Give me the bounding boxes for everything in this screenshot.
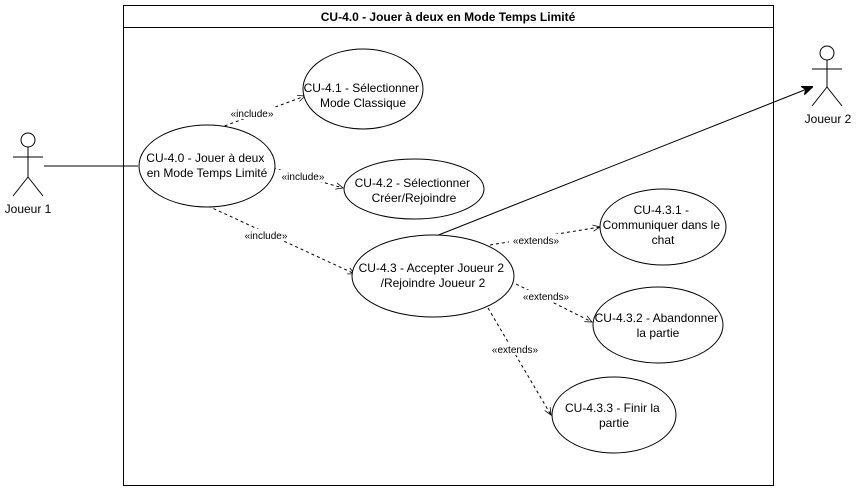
- use-case-label: Mode Classique: [320, 96, 406, 110]
- actor-label: Joueur 1: [5, 202, 52, 216]
- svg-text:CU-4.3 - Accepter Joueur 2: CU-4.3 - Accepter Joueur 2 /Rejoindre Jo…: [359, 261, 508, 290]
- relation-label: «extends»: [523, 292, 570, 303]
- use-case-label: CU-4.3.1 -: [634, 203, 689, 217]
- svg-text:CU-4.2 - Sélectionner Cr: CU-4.2 - Sélectionner Créer/Rejoindre: [355, 176, 474, 205]
- association-cu43-joueur2: [435, 87, 812, 237]
- use-case-cu432[interactable]: CU-4.3.2 - Abandonner la partie: [592, 286, 724, 364]
- use-case-cu41[interactable]: CU-4.1 - Sélectionner Mode Classique: [302, 48, 424, 130]
- use-case-label: Communiquer dans le: [603, 218, 721, 232]
- stick-figure-icon: [811, 45, 843, 107]
- relation-label: «include»: [282, 172, 325, 183]
- use-case-label: CU-4.3.3 - Finir la: [565, 401, 660, 415]
- use-case-cu40[interactable]: CU-4.0 - Jouer à deux en Mode Temps Limi…: [138, 124, 276, 208]
- relation-extends-cu433: «extends»: [487, 307, 551, 415]
- relation-label: «extends»: [513, 236, 560, 247]
- actor-joueur-2[interactable]: Joueur 2: [805, 45, 852, 126]
- use-case-cu42[interactable]: CU-4.2 - Sélectionner Créer/Rejoindre: [343, 158, 485, 220]
- relation-include-cu43: «include»: [207, 205, 355, 275]
- use-case-label: Créer/Rejoindre: [372, 191, 457, 205]
- relation-extends-cu432: «extends»: [499, 275, 592, 323]
- relation-include-cu41: «include»: [218, 96, 305, 129]
- svg-text:CU-4.3.1 - Communiquer d: CU-4.3.1 - Communiquer dans le chat: [603, 203, 724, 247]
- svg-text:CU-4.1 - Sélectionner Mo: CU-4.1 - Sélectionner Mode Classique: [304, 81, 423, 110]
- relation-label: «include»: [231, 109, 274, 120]
- svg-text:CU-4.0 - Jouer à deux en: CU-4.0 - Jouer à deux en Mode Temps Limi…: [146, 151, 267, 180]
- relation-label: «include»: [245, 231, 288, 242]
- use-case-label: partie: [599, 416, 629, 430]
- relation-extends-cu431: «extends»: [489, 227, 600, 247]
- svg-text:CU-4.3.2 - Abandonner la: CU-4.3.2 - Abandonner la partie: [595, 311, 722, 340]
- use-case-label: CU-4.3.2 - Abandonner: [595, 311, 718, 325]
- use-case-label: en Mode Temps Limité: [147, 166, 268, 180]
- use-case-cu433[interactable]: CU-4.3.3 - Finir la partie: [551, 376, 677, 454]
- use-case-label: CU-4.2 - Sélectionner: [355, 176, 470, 190]
- actor-label: Joueur 2: [805, 112, 852, 126]
- use-case-label: CU-4.3 - Accepter Joueur 2: [359, 261, 505, 275]
- use-case-cu43[interactable]: CU-4.3 - Accepter Joueur 2 /Rejoindre Jo…: [351, 234, 515, 318]
- system-title: CU-4.0 - Jouer à deux en Mode Temps Limi…: [321, 10, 576, 24]
- relation-include-cu42: «include»: [272, 167, 343, 188]
- use-case-label: /Rejoindre Joueur 2: [381, 276, 486, 290]
- use-case-label: CU-4.1 - Sélectionner: [304, 81, 419, 95]
- actor-joueur-1[interactable]: Joueur 1: [5, 132, 52, 216]
- stick-figure-icon: [12, 132, 44, 197]
- svg-text:CU-4.3.3 - Finir la part: CU-4.3.3 - Finir la partie: [565, 401, 663, 430]
- use-case-label: la partie: [637, 326, 680, 340]
- use-case-label: chat: [652, 233, 675, 247]
- relation-label: «extends»: [492, 345, 539, 356]
- use-case-label: CU-4.0 - Jouer à deux: [146, 151, 264, 165]
- use-case-cu431[interactable]: CU-4.3.1 - Communiquer dans le chat: [599, 188, 727, 266]
